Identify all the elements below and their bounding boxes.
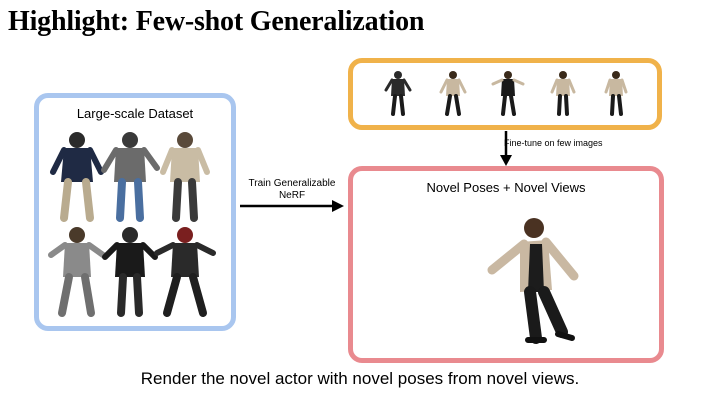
person-figure-icon: [604, 71, 628, 116]
arrow-down-icon: [500, 131, 512, 166]
person-figure-icon: [550, 71, 576, 116]
dataset-box: [34, 93, 236, 331]
finetune-label: Fine-tune on few images: [504, 138, 603, 148]
person-figure-icon: [439, 71, 467, 116]
few-images-strip: [384, 71, 628, 116]
novel-render-box: [348, 166, 664, 363]
person-figure-icon: [154, 227, 216, 317]
person-figure-icon: [160, 132, 210, 222]
train-label: Train Generalizable NeRF: [248, 178, 336, 201]
arrow-right-icon: [240, 200, 344, 212]
novel-title: Novel Poses + Novel Views: [426, 180, 586, 195]
dataset-people: [48, 132, 216, 317]
person-figure-icon: [101, 132, 160, 222]
dataset-title: Large-scale Dataset: [76, 106, 194, 121]
caption: Render the novel actor with novel poses …: [140, 369, 580, 388]
person-figure-icon: [48, 227, 106, 317]
few-images-box: [348, 58, 662, 130]
person-figure-icon: [102, 227, 158, 317]
page-title: Highlight: Few-shot Generalization: [8, 6, 425, 37]
person-figure-icon: [487, 218, 579, 344]
person-figure-icon: [491, 71, 525, 116]
person-figure-icon: [384, 71, 412, 116]
person-figure-icon: [50, 132, 104, 222]
